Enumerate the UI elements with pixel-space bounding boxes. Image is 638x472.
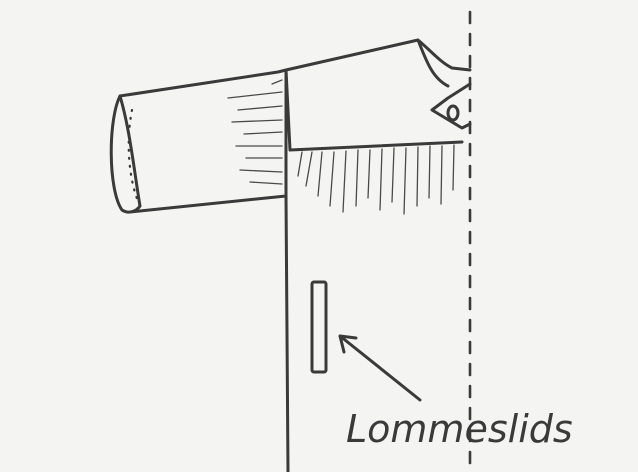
pocket-slit-label: Lommeslids [346, 407, 573, 451]
button-icon [448, 106, 458, 120]
pointer-arrow [340, 336, 420, 400]
body-side-edge [286, 195, 288, 472]
sleeve-gathers [228, 80, 282, 184]
shoulder-yoke [286, 40, 470, 150]
yoke-gathers [298, 145, 454, 214]
pocket-slit [312, 282, 326, 372]
sleeve-outline [111, 70, 286, 212]
